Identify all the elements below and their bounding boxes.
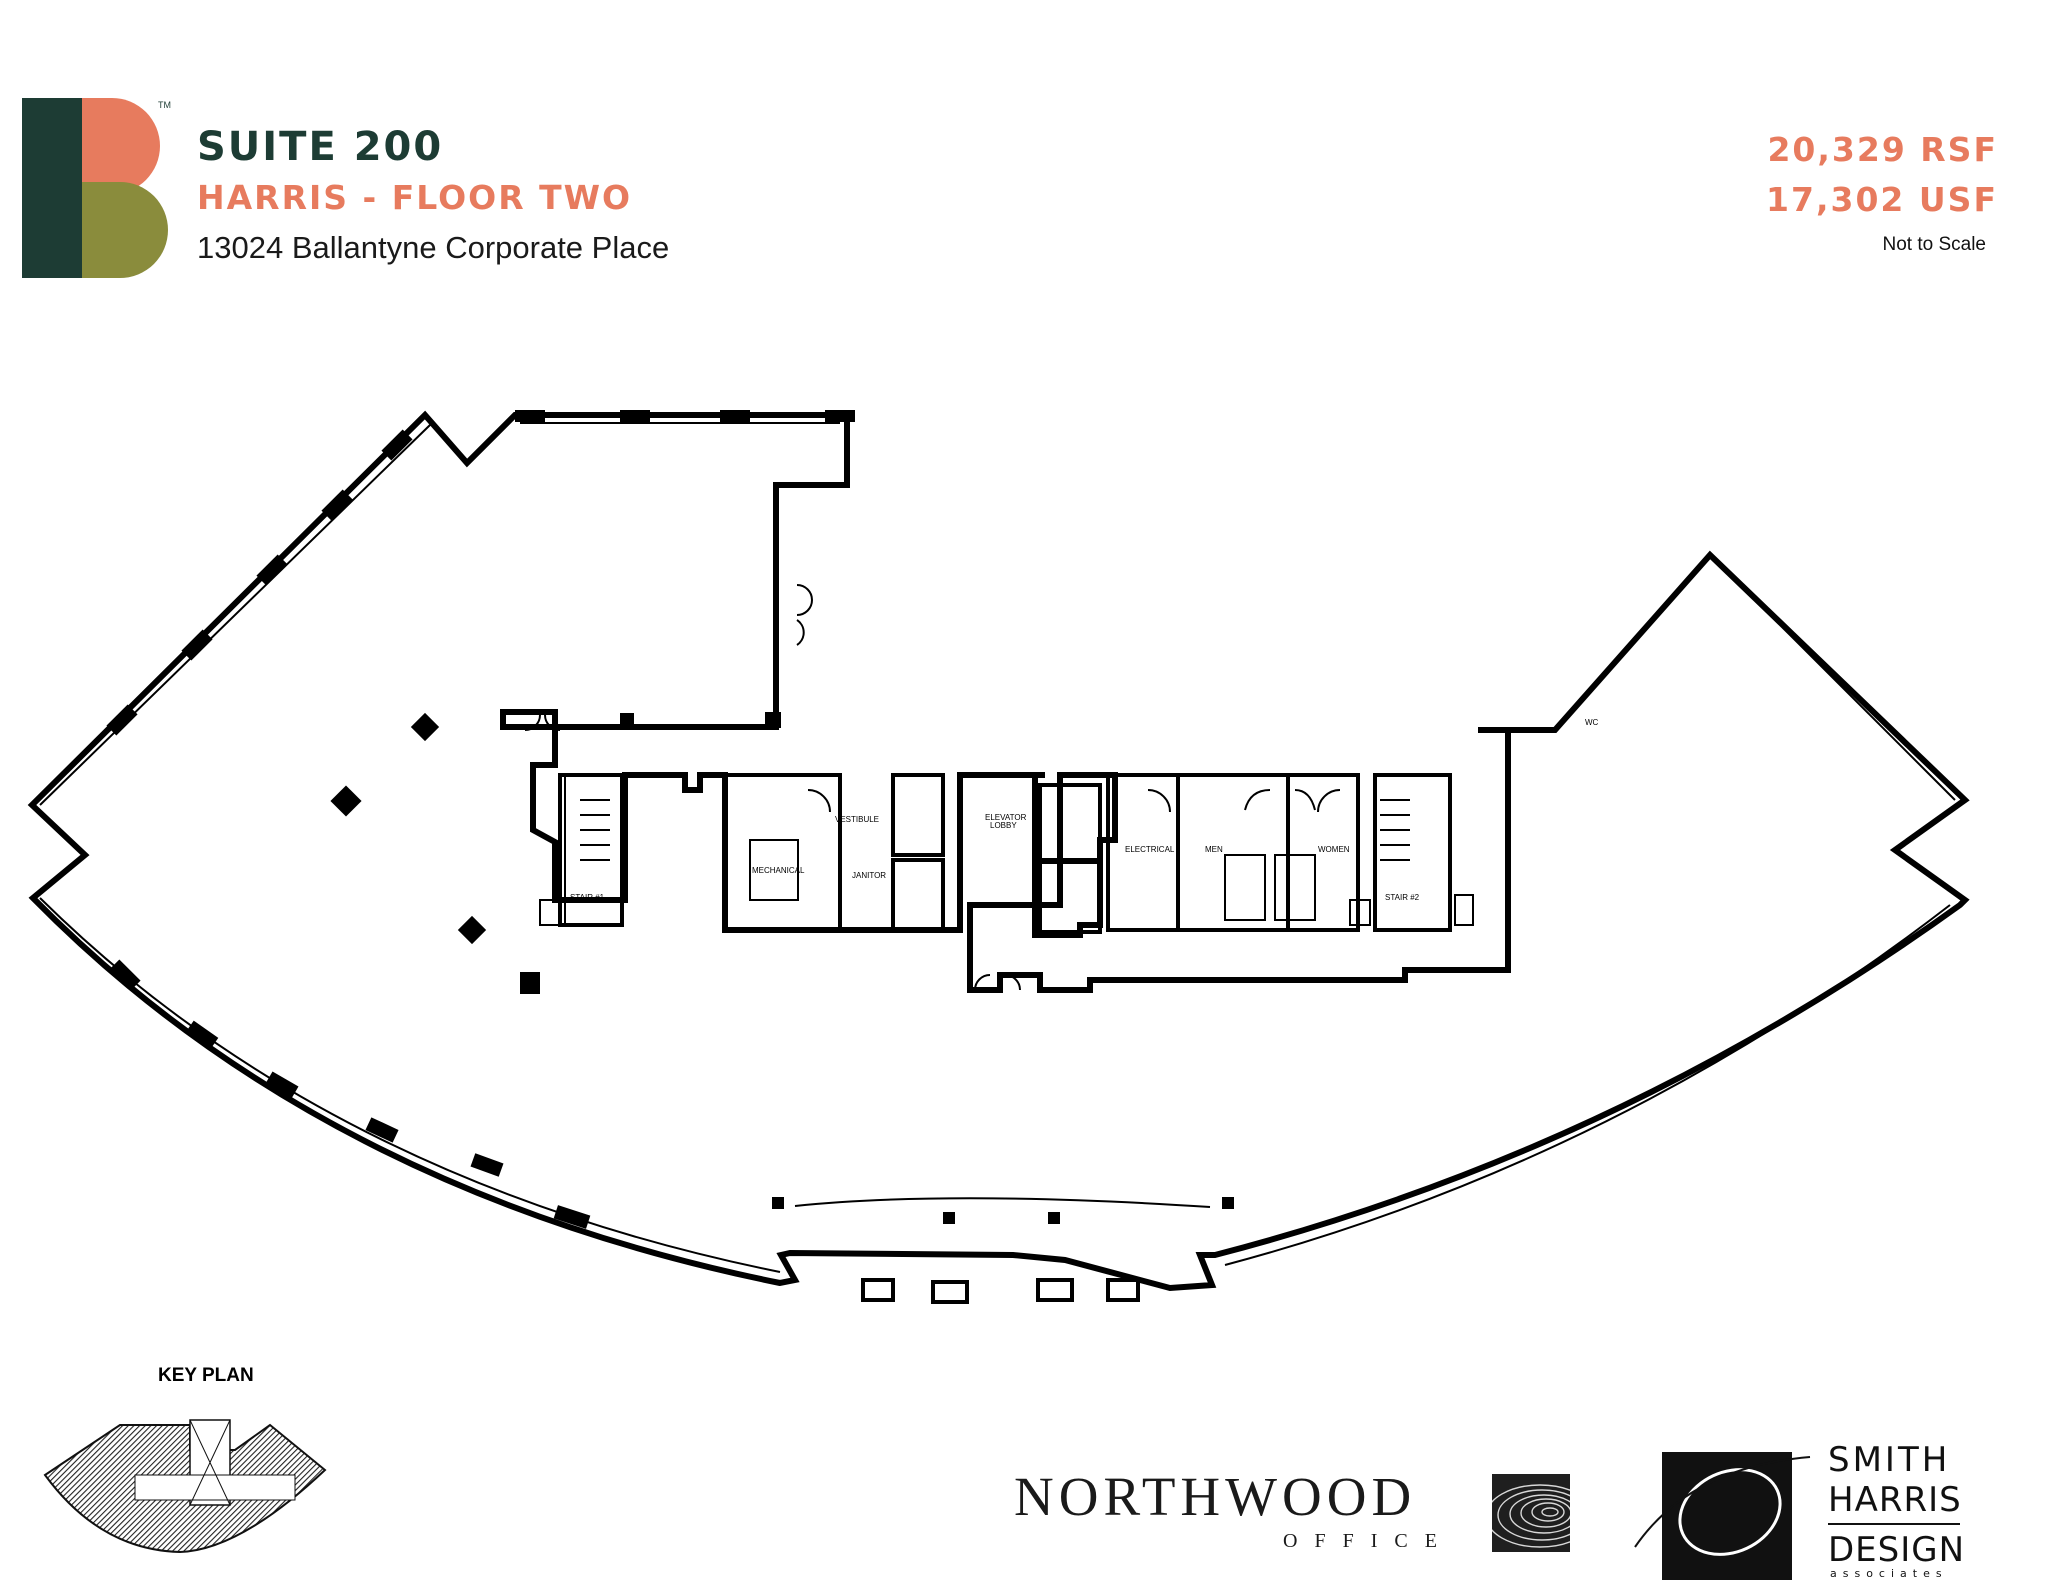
smith-harris-divider (1828, 1523, 1960, 1525)
room-label-janitor: JANITOR (852, 871, 886, 880)
floor-subtitle: HARRIS - FLOOR TWO (197, 178, 633, 217)
design-wordmark: DESIGN (1828, 1530, 1966, 1570)
room-label-men: MEN (1205, 845, 1223, 854)
harris-wordmark: HARRIS (1828, 1480, 1962, 1520)
key-plan (43, 1419, 327, 1554)
room-label-electrical: ELECTRICAL (1125, 845, 1175, 854)
core-walls (558, 773, 1452, 934)
room-label-women: WOMEN (1318, 845, 1350, 854)
smith-wordmark: SMITH (1828, 1440, 1951, 1480)
trademark-mark: TM (158, 100, 171, 110)
room-label-vestibule: VESTIBULE (835, 815, 879, 824)
associates-wordmark: associates (1830, 1567, 1948, 1580)
usable-square-feet: 17,302 USF (1766, 180, 1998, 219)
structural-columns (106, 410, 1234, 1229)
northwood-wordmark: NORTHWOOD (1014, 1466, 1417, 1527)
room-label-stair-1: STAIR #1 (570, 893, 605, 902)
room-label-elevator-lobby: ELEVATOR (985, 813, 1027, 822)
building-address: 13024 Ballantyne Corporate Place (197, 230, 670, 265)
ballantyne-b-logo: TM (22, 98, 171, 278)
room-labels: STAIR #1 MECHANICAL VESTIBULE JANITOR EL… (570, 718, 1599, 902)
curtain-wall (39, 422, 1956, 1273)
key-plan-label: KEY PLAN (158, 1365, 254, 1386)
room-label-mechanical: MECHANICAL (752, 866, 805, 875)
rentable-square-feet: 20,329 RSF (1767, 130, 1998, 169)
northwood-office-wordmark: OFFICE (1283, 1530, 1454, 1552)
smith-harris-design-emblem-icon (1634, 1452, 1811, 1580)
room-label-stair-2: STAIR #2 (1385, 893, 1420, 902)
room-label-wc: WC (1585, 718, 1599, 727)
room-label-elevator-lobby-2: LOBBY (990, 821, 1017, 830)
suite-title: SUITE 200 (197, 124, 444, 170)
northwood-woodgrain-icon (1492, 1474, 1570, 1552)
scale-note: Not to Scale (1882, 234, 1987, 255)
core-details (539, 775, 1474, 926)
exterior-wall (27, 410, 1970, 1292)
exterior-planters (861, 1278, 1140, 1304)
entry-doors (524, 584, 1021, 991)
